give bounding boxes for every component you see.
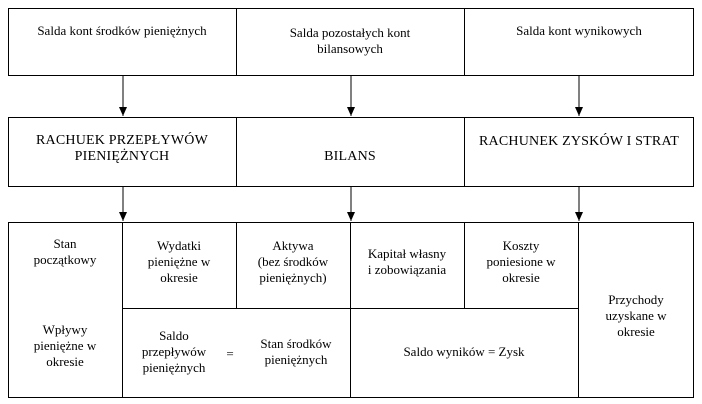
assets-cell: Aktywa (bez środków pieniężnych)	[257, 238, 329, 285]
revenues-cell: Przychody uzyskane w okresie	[605, 292, 667, 339]
income-statement-label: RACHUNEK ZYSKÓW I STRAT	[479, 134, 679, 149]
details-divider-col3	[350, 222, 351, 398]
opening-balance-cell: Stan początkowy	[33, 236, 97, 267]
equals-sign: =	[226, 346, 234, 361]
row2-divider-1	[236, 117, 237, 187]
equity-liabilities-cell: Kapitał własny i zobowiązania	[367, 246, 447, 277]
result-accounts-label: Salda kont wynikowych	[516, 23, 642, 38]
cash-flow-statement-label: RACHUEK PRZEPŁYWÓW PIENIĘŻNYCH	[36, 133, 208, 164]
details-divider-col1	[122, 222, 123, 398]
inflows-cell: Wpływy pieniężne w okresie	[33, 322, 97, 369]
details-mid-divider	[122, 308, 578, 309]
details-divider-col5	[578, 222, 579, 398]
cash-balances-label: Salda kont środków pieniężnych	[37, 23, 207, 38]
source-balances-row	[8, 8, 694, 76]
details-divider-col2	[236, 222, 237, 308]
balance-sheet-label: BILANS	[324, 149, 376, 164]
row1-divider-1	[236, 8, 237, 76]
row2-divider-2	[464, 117, 465, 187]
outflows-cell: Wydatki pieniężne w okresie	[147, 238, 211, 285]
costs-cell: Koszty poniesione w okresie	[486, 238, 556, 285]
flows-balance-cell: Saldo przepływów pieniężnych	[141, 328, 207, 375]
other-balance-sheet-label: Salda pozostałych kont bilansowych	[289, 25, 411, 56]
cash-status-cell: Stan środków pieniężnych	[260, 336, 332, 367]
row1-divider-2	[464, 8, 465, 76]
details-divider-col4	[464, 222, 465, 308]
result-balance-cell: Saldo wyników = Zysk	[403, 344, 525, 359]
statements-row	[8, 117, 694, 187]
